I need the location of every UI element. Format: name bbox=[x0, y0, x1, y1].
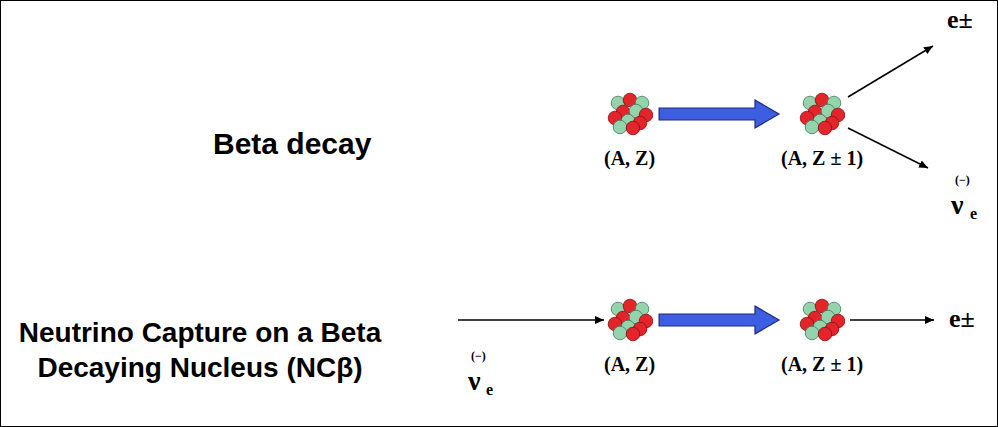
electron-track bbox=[848, 46, 933, 97]
row-title: Neutrino Capture on a Beta Decaying Nucl… bbox=[10, 315, 390, 385]
transition-arrow bbox=[659, 100, 779, 128]
nucleus-shape bbox=[607, 92, 653, 136]
particle-symbol: e± bbox=[947, 6, 973, 35]
nucleus-node: (A, Z) bbox=[604, 92, 655, 170]
nucleon-ball bbox=[626, 327, 640, 341]
nucleon-ball bbox=[818, 121, 832, 135]
nucleus-shape bbox=[799, 92, 845, 136]
particle-symbol: ν bbox=[468, 366, 481, 397]
nucleus-label: (A, Z ± 1) bbox=[781, 352, 863, 376]
nucleus-label: (A, Z ± 1) bbox=[781, 146, 863, 170]
antiparticle-mark: (−) bbox=[471, 350, 486, 363]
electron-track bbox=[850, 319, 934, 321]
incoming-neutrino-track bbox=[458, 319, 604, 321]
nucleon-ball bbox=[818, 327, 832, 341]
nucleus-node: (A, Z ± 1) bbox=[781, 298, 863, 376]
transition-arrow bbox=[659, 306, 779, 334]
row-title: Beta decay bbox=[213, 127, 371, 160]
nucleon-ball bbox=[805, 120, 819, 134]
antiparticle-mark: (−) bbox=[955, 174, 970, 187]
particle-symbol: e± bbox=[949, 305, 975, 334]
nucleus-label: (A, Z) bbox=[604, 146, 655, 170]
nucleus-node: (A, Z) bbox=[604, 298, 655, 376]
nucleus-shape bbox=[607, 298, 653, 342]
nucleon-ball bbox=[805, 326, 819, 340]
subscript: e bbox=[970, 205, 977, 223]
nucleon-ball bbox=[613, 326, 627, 340]
nucleon-ball bbox=[626, 121, 640, 135]
nucleus-label: (A, Z) bbox=[604, 352, 655, 376]
particle-symbol: ν bbox=[951, 190, 964, 221]
nucleon-ball bbox=[613, 120, 627, 134]
subscript: e bbox=[486, 381, 493, 399]
nucleus-shape bbox=[799, 298, 845, 342]
nucleus-node: (A, Z ± 1) bbox=[781, 92, 863, 170]
